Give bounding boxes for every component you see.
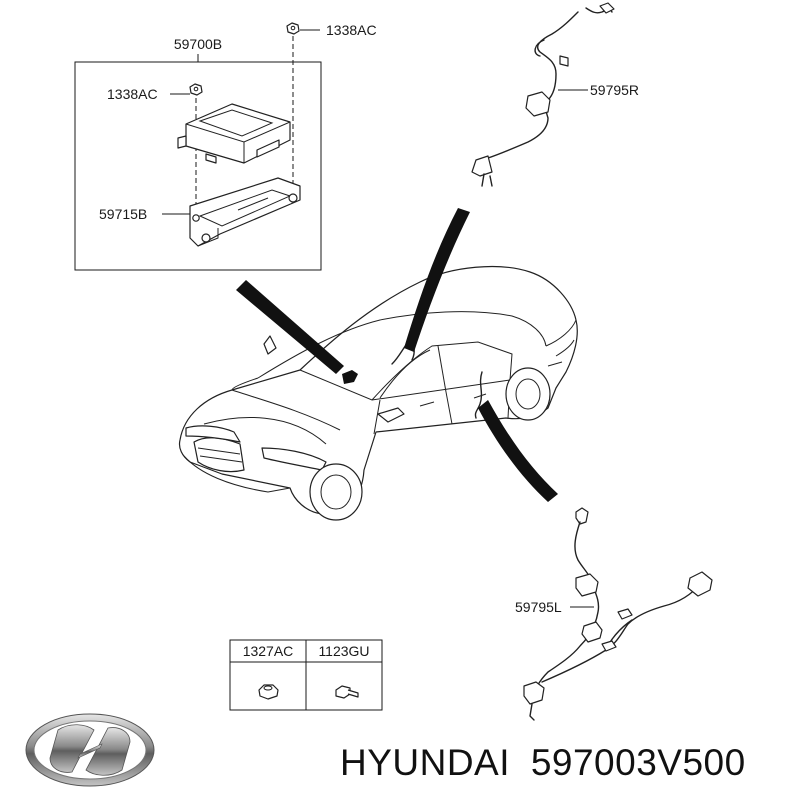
module-location-marker xyxy=(342,370,358,384)
harness-right-icon xyxy=(471,2,615,187)
harness-right-label: 59795R xyxy=(590,82,639,98)
brand-name: HYUNDAI xyxy=(340,742,511,783)
bracket-icon xyxy=(189,177,301,247)
pointer-arrow-right-harness xyxy=(404,208,470,352)
pointer-arrow-left-harness xyxy=(478,400,558,502)
table-header-2: 1123GU xyxy=(318,643,369,659)
nut-left-icon xyxy=(189,83,203,96)
fastener-table: 1327AC 1123GU xyxy=(229,639,383,711)
nut-icon xyxy=(258,684,279,700)
harness-left-icon xyxy=(523,507,713,721)
car-body-icon xyxy=(178,265,578,521)
nut-left-label: 1338AC xyxy=(107,86,158,102)
rear-wheel xyxy=(505,367,551,421)
part-number: 597003V500 xyxy=(530,742,746,783)
table-header-1: 1327AC xyxy=(243,643,294,659)
bracket-label: 59715B xyxy=(99,206,147,222)
brand-caption: HYUNDAI 597003V500 xyxy=(340,738,795,788)
nut-top-icon xyxy=(286,22,300,35)
module-label: 59700B xyxy=(174,36,222,52)
module-assembly-group: 59700B 1338AC 1338AC 59715B xyxy=(74,22,377,271)
harness-left-label: 59795L xyxy=(515,599,562,615)
control-module-icon xyxy=(177,103,291,164)
pointer-arrow-module xyxy=(236,280,344,374)
front-wheel xyxy=(309,463,363,521)
bolt-icon xyxy=(335,685,359,699)
hyundai-logo-icon xyxy=(25,713,155,787)
nut-top-label: 1338AC xyxy=(326,22,377,38)
